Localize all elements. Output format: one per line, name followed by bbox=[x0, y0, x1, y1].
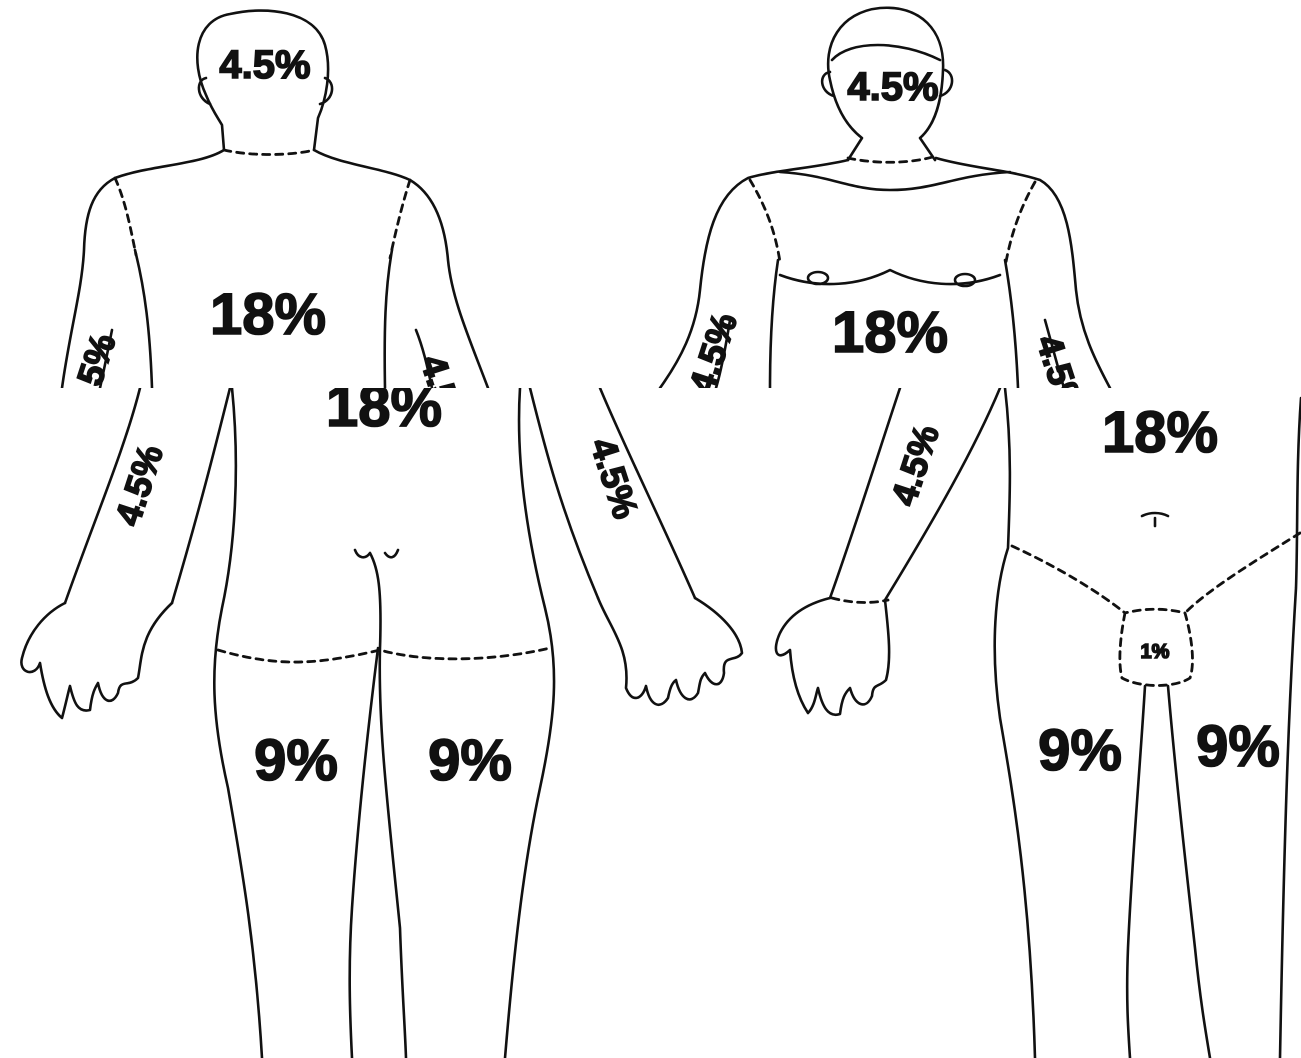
back-right-hand bbox=[598, 598, 742, 705]
back-right-leg-label: 9% bbox=[428, 728, 512, 793]
front-hair bbox=[832, 45, 940, 60]
back-trunk-label: 18% bbox=[210, 282, 326, 347]
upper-body-diagram: 4.5% 18% 5% 4.5 4.5% 18% 4.5% 4.5% bbox=[0, 0, 1301, 388]
lower-body-diagram: 18% 4.5% 4.5% 9% 9% 18% 4.5% 1% 9% 9% bbox=[0, 388, 1301, 1058]
back-head-label: 4.5% bbox=[219, 43, 310, 87]
back-right-shoulder-line bbox=[390, 180, 410, 258]
upper-body-panel: 4.5% 18% 5% 4.5 4.5% 18% 4.5% 4.5% bbox=[0, 0, 1301, 388]
back-lower-trunk-label: 18% bbox=[326, 388, 442, 439]
front-genital-label: 1% bbox=[1141, 641, 1170, 663]
front-left-nipple bbox=[808, 272, 828, 284]
back-lower-right-arm-label: 4.5% bbox=[582, 433, 646, 524]
front-groin-line bbox=[1012, 533, 1300, 613]
front-lower-trunk-label: 18% bbox=[1102, 400, 1218, 465]
back-left-hand bbox=[21, 603, 172, 718]
back-left-leg-label: 9% bbox=[254, 728, 338, 793]
front-left-shoulder-line bbox=[750, 180, 780, 262]
front-left-leg-label: 9% bbox=[1038, 718, 1122, 783]
back-left-arm-label: 5% bbox=[69, 328, 124, 388]
front-neck-line bbox=[848, 156, 936, 162]
front-chest-line bbox=[780, 172, 1010, 190]
front-right-arm-label: 4.5% bbox=[1028, 330, 1092, 388]
front-navel bbox=[1142, 513, 1168, 526]
lower-body-panel: 18% 4.5% 4.5% 9% 9% 18% 4.5% 1% 9% 9% bbox=[0, 388, 1301, 1058]
back-torso-outline bbox=[214, 388, 554, 1058]
front-head-label: 4.5% bbox=[847, 65, 938, 109]
front-right-shoulder-line bbox=[1006, 182, 1035, 262]
front-wrist-line bbox=[832, 598, 888, 602]
front-left-arm-label: 4.5% bbox=[681, 308, 745, 388]
front-trunk-label: 18% bbox=[832, 300, 948, 365]
front-right-leg-label: 9% bbox=[1196, 714, 1280, 779]
back-inner-leg bbox=[350, 648, 378, 1058]
back-buttock-cleft bbox=[355, 550, 406, 1058]
back-right-arm-label: 4.5 bbox=[412, 350, 466, 388]
back-left-shoulder-line bbox=[115, 178, 136, 255]
back-lower-left-arm-label: 4.5% bbox=[107, 440, 171, 531]
back-hip-line bbox=[218, 648, 550, 662]
front-right-hand bbox=[776, 598, 889, 715]
front-lower-right-arm-label: 4.5% bbox=[883, 420, 947, 511]
back-neck-line bbox=[224, 150, 314, 155]
